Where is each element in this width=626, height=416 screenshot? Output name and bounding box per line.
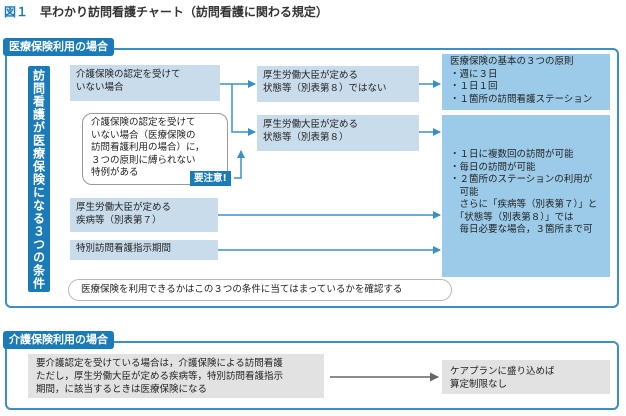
exception-line-1: 介護保険の認定を受けて: [91, 117, 196, 128]
status-box-not-designated-state: 厚生労働大臣が定める 状態等（別表第８）ではない: [257, 66, 419, 102]
result-box-relaxed-rules: ・１日に複数回の訪問が可能 ・毎日の訪問が可能 ・２箇所のステーションの利用が …: [442, 115, 610, 277]
condition-box-special-instruction-period: 特別訪問看護指示期間: [70, 240, 218, 260]
exception-line-5: 特例がある: [91, 167, 139, 178]
figure-title: 早わかり訪問看護チャート（訪問看護に関わる規定）: [40, 5, 328, 19]
arrow-warning-to-status-2: [234, 150, 245, 179]
status-2-line-2: 状態等（別表第８）: [263, 131, 349, 143]
result-box-basic-principles: 医療保険の基本の３つの原則 ・週に３日 ・１日１回 ・１箇所の訪問看護ステーショ…: [442, 54, 610, 110]
basic-principles-title: 医療保険の基本の３つの原則: [450, 56, 574, 67]
care-result-line-1: ケアプランに盛り込めば: [450, 366, 555, 377]
condition-box-designated-disease: 厚生労働大臣が定める 疾病等（別表第７）: [70, 198, 218, 232]
care-result-line-2: 算定制限なし: [450, 379, 508, 390]
medical-section-label: 医療保険利用の場合: [3, 38, 114, 56]
care-result-box: ケアプランに盛り込めば 算定制限なし: [442, 360, 610, 394]
condition-box-not-certified: 介護保険の認定を受けて いない場合: [70, 65, 220, 101]
exception-note-box: 介護保険の認定を受けて いない場合（医療保険の 訪問看護利用の場合）に， ３つの…: [82, 113, 228, 185]
relaxed-rule-2: ・毎日の訪問が可能: [450, 161, 536, 173]
care-description-box: 要介護認定を受けている場合は，介護保険による訪問看護 ただし，厚生労働大臣が定め…: [28, 354, 324, 398]
figure-number: 図１: [4, 5, 29, 19]
care-description-line-1: 要介護認定を受けている場合は，介護保険による訪問看護: [36, 358, 283, 369]
condition-1-line-2: いない場合: [76, 81, 124, 93]
warning-badge: 要注意!: [190, 171, 231, 186]
confirmation-note-text: 医療保険を利用できるかはこの３つの条件に当てはまっているかを確認する: [81, 284, 403, 295]
confirmation-note: 医療保険を利用できるかはこの３つの条件に当てはまっているかを確認する: [68, 279, 452, 301]
medical-conditions-vertical-label: 訪問看護が医療保険になる３つの条件: [28, 66, 50, 292]
condition-1-line-1: 介護保険の認定を受けて: [76, 69, 181, 80]
condition-4-line-1: 特別訪問看護指示期間: [76, 243, 172, 254]
basic-principle-1: ・週に３日: [450, 68, 498, 80]
relaxed-rule-3: ・２箇所のステーションの利用が: [450, 174, 593, 185]
exception-line-4: ３つの原則に縛られない: [91, 154, 196, 166]
condition-3-line-2: 疾病等（別表第７）: [76, 214, 162, 226]
relaxed-rule-5: さらに「疾病等（別表第７）」と: [450, 199, 598, 210]
status-box-designated-state: 厚生労働大臣が定める 状態等（別表第８）: [257, 115, 419, 151]
exception-line-3: 訪問看護利用の場合）に，: [91, 142, 205, 153]
care-description-line-2: ただし，厚生労働大臣が定める疾病等，特別訪問看護指示: [36, 371, 284, 382]
arrow-condition-to-status-2: [231, 84, 256, 136]
basic-principle-2: ・１日１回: [450, 81, 498, 92]
condition-3-line-1: 厚生労働大臣が定める: [76, 202, 172, 213]
status-2-line-1: 厚生労働大臣が定める: [263, 119, 359, 130]
status-1-line-1: 厚生労働大臣が定める: [263, 70, 359, 81]
care-description-line-3: 期間，に該当するときは医療保険になる: [36, 384, 208, 395]
status-1-line-2: 状態等（別表第８）ではない: [263, 82, 387, 94]
basic-principle-3: ・１箇所の訪問看護ステーション: [450, 93, 593, 105]
exception-line-2: いない場合（医療保険の: [91, 129, 196, 141]
relaxed-rule-6: 「状態等（別表第８）」では: [450, 211, 574, 223]
care-section-label: 介護保険利用の場合: [3, 331, 114, 349]
relaxed-rule-1: ・１日に複数回の訪問が可能: [450, 149, 574, 160]
relaxed-rule-4: 可能: [450, 186, 479, 198]
relaxed-rule-7: 毎日必要な場合，３箇所まで可: [450, 224, 593, 235]
